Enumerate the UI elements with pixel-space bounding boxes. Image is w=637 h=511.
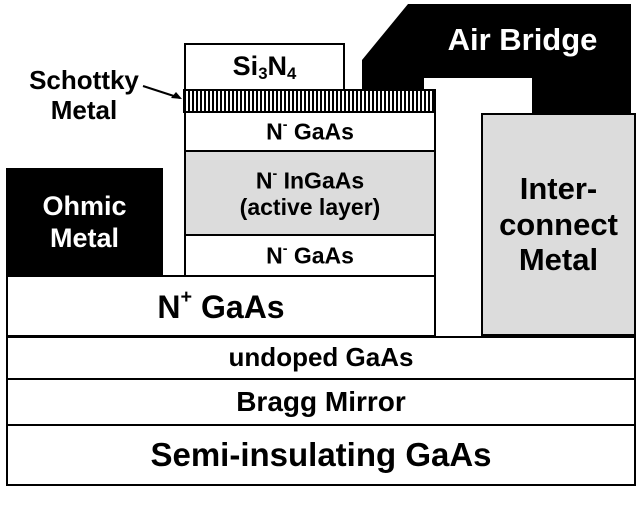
- interconnect-metal: Inter- connect Metal: [481, 113, 636, 336]
- schottky-metal: [183, 89, 436, 113]
- n-plus-gaas-label: N+ GaAs: [157, 286, 285, 326]
- bragg-mirror-layer: Bragg Mirror: [6, 378, 636, 426]
- si3n4-label: Si3N4: [232, 50, 297, 83]
- interconnect-metal-label: Inter- connect Metal: [499, 171, 618, 278]
- air-bridge-metal: [362, 4, 631, 113]
- ingaas-active-label: N- InGaAs (active layer): [239, 165, 381, 220]
- schottky-leader-arrow: [171, 92, 182, 99]
- n-plus-gaas-layer: N+ GaAs: [6, 275, 436, 337]
- air-bridge-label: Air Bridge: [447, 22, 598, 57]
- undoped-gaas-layer: undoped GaAs: [6, 336, 636, 380]
- n-minus-gaas-bottom-label: N- GaAs: [266, 241, 354, 270]
- n-minus-gaas-bottom-layer: N- GaAs: [184, 234, 436, 277]
- si3n4-layer: Si3N4: [184, 43, 345, 91]
- semi-insulating-gaas-label: Semi-insulating GaAs: [150, 436, 492, 474]
- undoped-gaas-label: undoped GaAs: [228, 342, 414, 373]
- n-minus-gaas-top-layer: N- GaAs: [184, 111, 436, 152]
- semi-insulating-gaas-layer: Semi-insulating GaAs: [6, 424, 636, 486]
- n-minus-gaas-top-label: N- GaAs: [266, 117, 354, 146]
- bragg-mirror-label: Bragg Mirror: [236, 385, 406, 417]
- ingaas-active-layer: N- InGaAs (active layer): [184, 150, 436, 236]
